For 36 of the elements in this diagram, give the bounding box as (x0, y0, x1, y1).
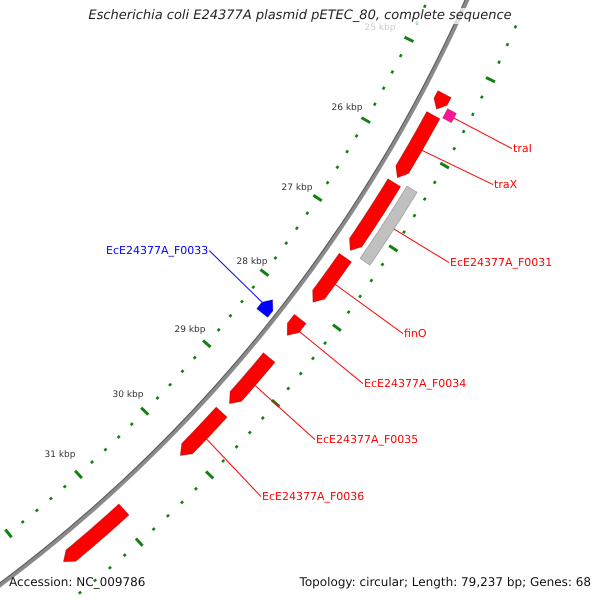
topology-text: Topology: circular; Length: 79,237 bp; Genes: 68 (300, 574, 591, 590)
tick-label: 28 kbp (236, 256, 268, 268)
gene-label: EcE24377A_F0033 (106, 244, 208, 258)
leader-line (394, 228, 450, 264)
gene-feature (433, 90, 452, 110)
leader-line (254, 385, 316, 440)
gene-label: finO (404, 327, 427, 340)
leader-line (299, 331, 364, 384)
gene-label: traI (513, 142, 532, 156)
gene-feature (312, 252, 352, 303)
gene-feature (286, 314, 307, 336)
tick-label: 27 kbp (282, 182, 312, 194)
gene-label: EcE24377A_F0034 (364, 377, 466, 390)
leader-line (334, 284, 404, 334)
gene-feature (359, 185, 418, 266)
leader-line (206, 438, 262, 498)
gene-feature (442, 108, 457, 124)
gene-label: EcE24377A_F0035 (316, 433, 418, 446)
accession-text: Accession: NC_009786 (9, 574, 146, 590)
gene-feature (395, 110, 440, 178)
leader-line (453, 118, 512, 150)
leader-line (208, 250, 262, 303)
map-title: Escherichia coli E24377A plasmid pETEC_80, complete sequence (88, 8, 512, 23)
gene-feature (228, 352, 276, 404)
gene-label: EcE24377A_F0036 (262, 490, 364, 504)
gene-feature (256, 299, 274, 318)
tick-label: 31 kbp (44, 450, 76, 460)
gene-feature (180, 406, 228, 456)
leader-line (422, 150, 494, 186)
gene-feature (349, 178, 402, 252)
tick-label: 30 kbp (112, 390, 144, 400)
tick-label: 29 kbp (174, 324, 206, 336)
gene-feature (62, 503, 130, 562)
tick-label: 26 kbp (332, 102, 362, 114)
gene-label: EcE24377A_F0031 (450, 256, 552, 270)
gene-label: traX (494, 178, 518, 192)
